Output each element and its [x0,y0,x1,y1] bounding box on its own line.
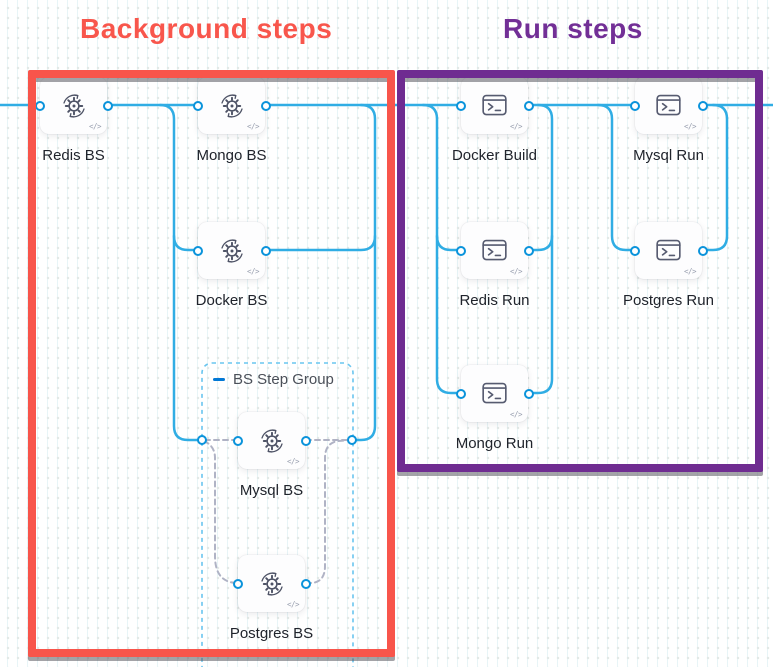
port-out[interactable] [300,578,311,589]
background-gear-icon [62,93,85,118]
port-in[interactable] [629,100,640,111]
step-card[interactable]: </> [192,222,271,279]
step-node-mongo-bs[interactable]: </> Mongo BS [178,77,285,164]
step-card[interactable]: </> [629,77,708,134]
edge-bg-merge-docker [262,234,377,252]
step-label: Docker Build [451,147,538,164]
step-node-mysql-bs[interactable]: </> Mysql BS [218,412,325,499]
step-node-redis-bs[interactable]: </> Redis BS [20,77,127,164]
step-label: Postgres Run [623,292,714,309]
terminal-run-icon [482,239,507,261]
port-in[interactable] [629,245,640,256]
step-label: Docker BS [195,292,268,309]
edge-run-merge-2 [700,103,729,252]
code-icon: </> [683,267,697,276]
step-label: Mongo BS [196,147,267,164]
code-icon: </> [509,122,523,131]
terminal-run-icon [482,94,507,116]
code-icon: </> [286,457,300,466]
step-node-docker-bs[interactable]: </> Docker BS [178,222,285,309]
bs-step-group-label: BS Step Group [233,371,334,388]
step-card[interactable]: </> [34,77,113,134]
code-icon: </> [246,122,260,131]
bs-step-group-boundary[interactable] [201,362,354,667]
background-gear-icon [260,428,283,453]
edge-run-split-redis [435,234,463,252]
step-card[interactable]: </> [232,412,311,469]
port-in[interactable] [455,245,466,256]
background-gear-icon [220,93,243,118]
edge-run-split-1 [421,103,463,395]
edge-run-split-2 [596,103,637,252]
run-steps-title: Run steps [503,13,643,44]
terminal-run-icon [656,239,681,261]
port-in[interactable] [232,435,243,446]
step-node-docker-build[interactable]: </> Docker Build [441,77,548,164]
step-node-postgres-bs[interactable]: </> Postgres BS [218,555,325,642]
background-steps-title: Background steps [80,13,333,44]
group-port-in[interactable] [196,434,207,445]
port-in[interactable] [232,578,243,589]
port-in[interactable] [192,100,203,111]
terminal-run-icon [656,94,681,116]
edge-group-postgres-out [305,439,352,584]
port-in[interactable] [192,245,203,256]
group-port-out[interactable] [346,434,357,445]
port-out[interactable] [300,435,311,446]
port-out[interactable] [102,100,113,111]
step-card[interactable]: </> [629,222,708,279]
step-card[interactable]: </> [455,77,534,134]
step-label: Mysql BS [239,482,304,499]
edge-run-merge-redis [526,234,554,252]
step-label: Postgres BS [229,625,314,642]
collapse-dash-icon[interactable] [213,378,225,381]
port-out[interactable] [523,245,534,256]
edge-bg-merge [351,103,377,442]
port-out[interactable] [523,388,534,399]
step-node-mongo-run[interactable]: </> Mongo Run [441,365,548,452]
code-icon: </> [509,410,523,419]
edge-bg-split [158,103,204,442]
step-label: Mongo Run [455,435,534,452]
step-label: Redis Run [459,292,530,309]
background-gear-icon [220,238,243,263]
code-icon: </> [683,122,697,131]
step-node-redis-run[interactable]: </> Redis Run [441,222,548,309]
port-in[interactable] [455,100,466,111]
edge-group-postgres-in [203,440,239,584]
port-out[interactable] [260,245,271,256]
port-in[interactable] [455,388,466,399]
step-label: Mysql Run [633,147,704,164]
step-node-postgres-run[interactable]: </> Postgres Run [615,222,722,309]
step-card[interactable]: </> [232,555,311,612]
step-card[interactable]: </> [192,77,271,134]
port-in[interactable] [34,100,45,111]
port-out[interactable] [523,100,534,111]
code-icon: </> [509,267,523,276]
step-node-mysql-run[interactable]: </> Mysql Run [615,77,722,164]
step-card[interactable]: </> [455,222,534,279]
edge-bg-split-docker [172,234,201,252]
bs-step-group-header[interactable]: BS Step Group [213,371,334,388]
step-label: Redis BS [42,147,105,164]
edge-run-merge-1 [526,103,554,395]
code-icon: </> [88,122,102,131]
background-gear-icon [260,571,283,596]
port-out[interactable] [260,100,271,111]
step-card[interactable]: </> [455,365,534,422]
terminal-run-icon [482,382,507,404]
code-icon: </> [286,600,300,609]
port-out[interactable] [697,100,708,111]
code-icon: </> [246,267,260,276]
port-out[interactable] [697,245,708,256]
